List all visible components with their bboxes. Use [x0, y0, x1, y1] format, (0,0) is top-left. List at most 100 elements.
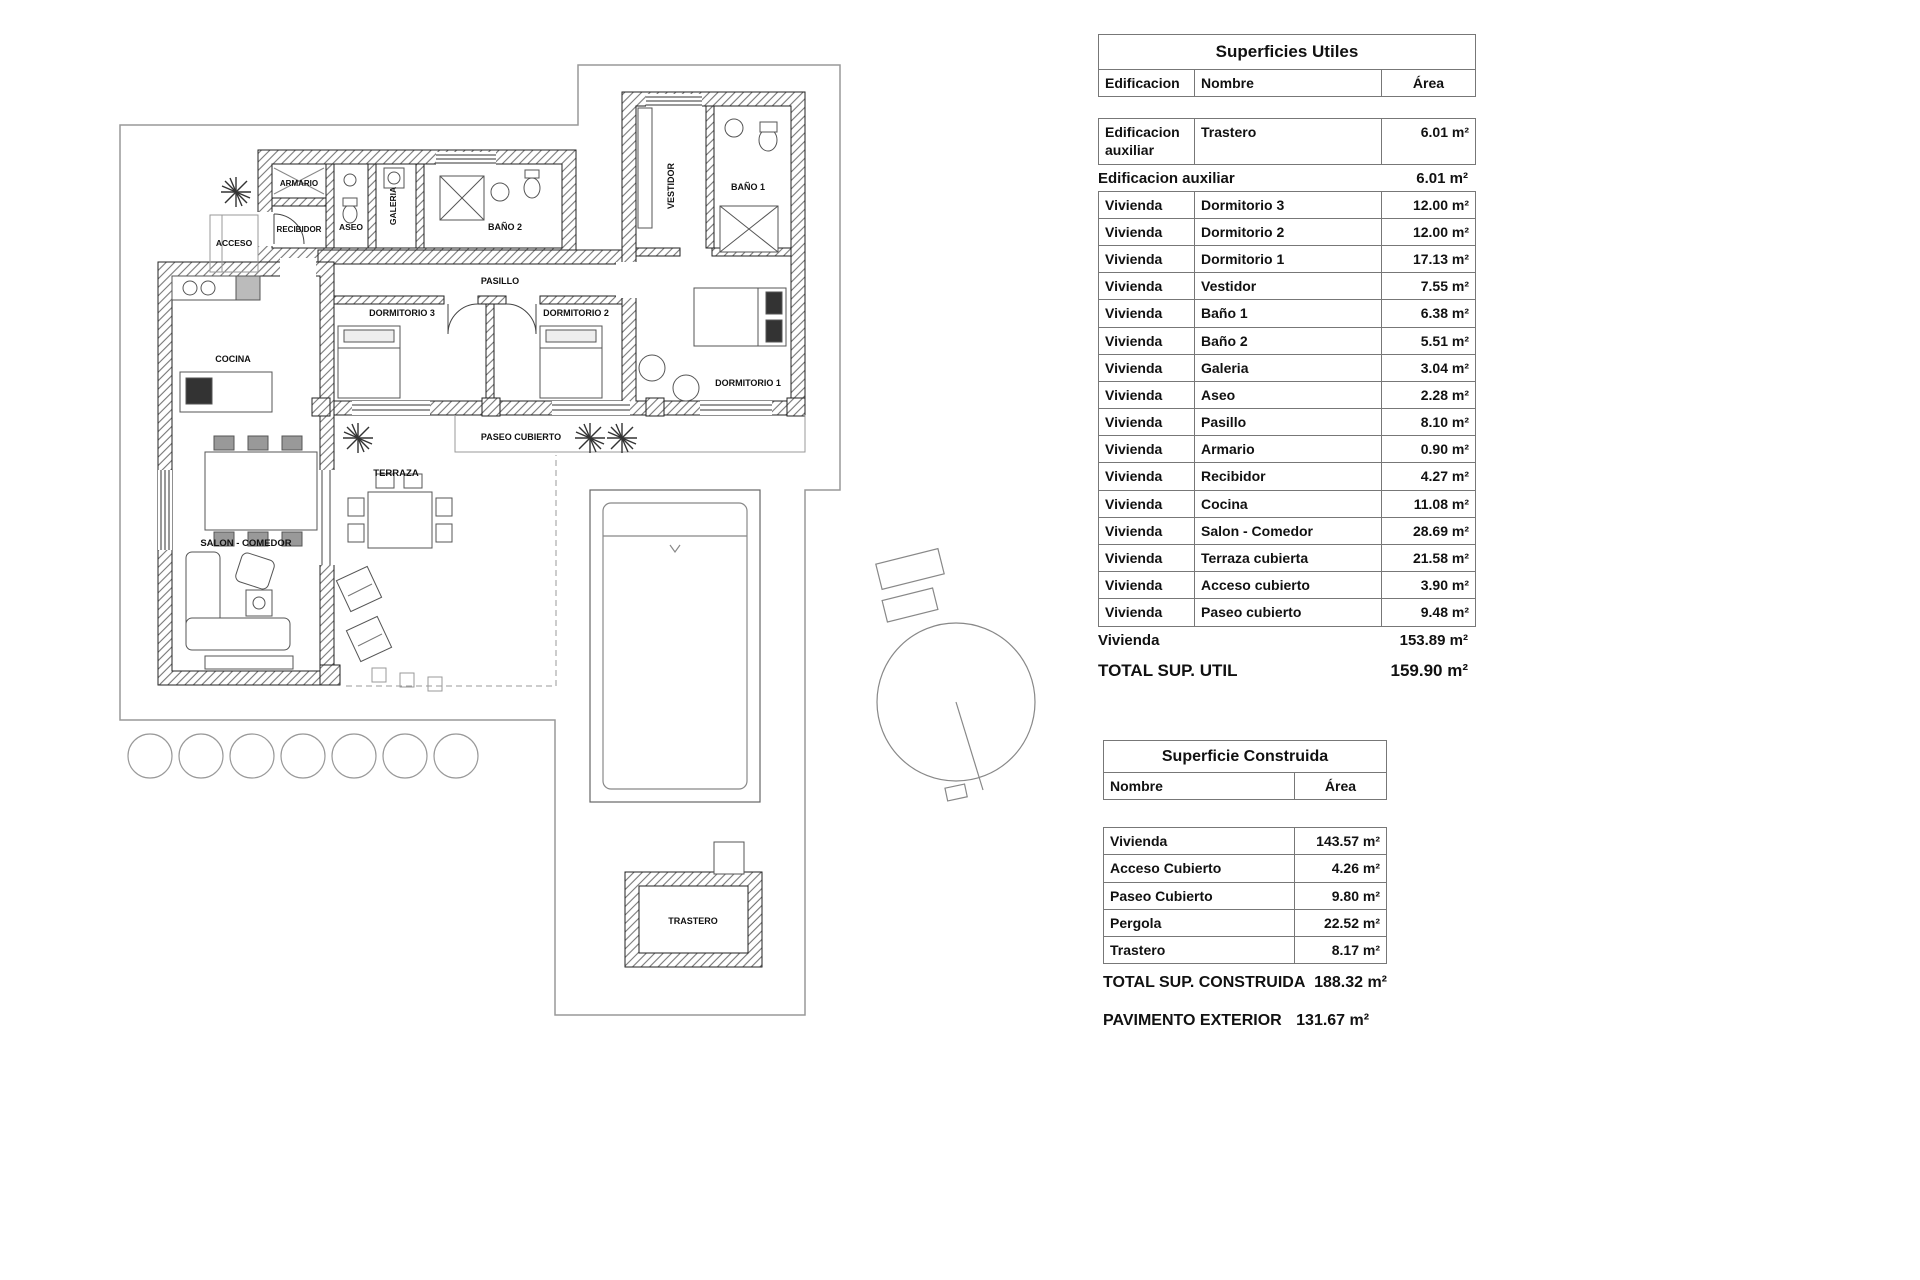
cell-nombre: Salon - Comedor — [1194, 517, 1381, 544]
room-label-armario: ARMARIO — [280, 179, 318, 188]
cell-nombre: Dormitorio 2 — [1194, 218, 1381, 245]
cell-nombre: Vivienda — [1110, 833, 1168, 850]
header-nombre: Nombre — [1110, 778, 1163, 794]
cell-area: 8.10 m² — [1381, 409, 1475, 436]
subtotal-edificacion-auxiliar: Edificacion auxiliar 6.01 m² — [1098, 165, 1476, 192]
cell-edificacion: Vivienda — [1105, 577, 1163, 594]
cell-area: 143.57 m² — [1294, 828, 1386, 855]
cell-area: 4.26 m² — [1294, 855, 1386, 882]
room-label-terraza: TERRAZA — [373, 468, 419, 479]
total-sup-util: TOTAL SUP. UTIL 159.90 m² — [1098, 654, 1476, 681]
cell-nombre: Terraza cubierta — [1194, 545, 1381, 572]
cell-edificacion: Vivienda — [1105, 441, 1163, 458]
cell-edificacion: Vivienda — [1105, 250, 1163, 267]
superficie-construida-header: Nombre Área — [1103, 773, 1387, 801]
cell-area: 22.52 m² — [1294, 909, 1386, 936]
table-row: Paseo Cubierto 9.80 m² — [1103, 881, 1387, 910]
cell-area: 0.90 m² — [1381, 436, 1475, 463]
pavimento-label: PAVIMENTO EXTERIOR — [1103, 1012, 1282, 1029]
cell-area: 3.90 m² — [1381, 572, 1475, 599]
subtotal-area: 6.01 m² — [1416, 169, 1468, 187]
cell-area: 5.51 m² — [1381, 327, 1475, 354]
cell-edificacion: Vivienda — [1105, 550, 1163, 566]
floor-plan-svg: ARMARIO ACCESO RECIBIDOR ASEO GALERIA BA… — [119, 64, 1036, 1016]
cell-area: 9.80 m² — [1294, 882, 1386, 909]
cell-area: 12.00 m² — [1381, 191, 1475, 218]
subtotal-area: 153.89 m² — [1399, 631, 1468, 649]
cell-area: 7.55 m² — [1381, 273, 1475, 300]
pergola — [875, 547, 1036, 802]
cell-edificacion: Vivienda — [1105, 495, 1163, 512]
cell-area: 3.04 m² — [1381, 354, 1475, 381]
cell-nombre: Acceso Cubierto — [1110, 860, 1222, 877]
property-boundary — [119, 64, 841, 1016]
cell-nombre: Armario — [1194, 436, 1381, 463]
room-label-bano1: BAÑO 1 — [731, 182, 765, 192]
room-label-paseo: PASEO CUBIERTO — [481, 432, 561, 442]
room-label-dormitorio2: DORMITORIO 2 — [543, 308, 609, 318]
cell-edificacion: Vivienda — [1105, 604, 1163, 621]
cell-area: 28.69 m² — [1381, 517, 1475, 544]
cell-nombre: Acceso cubierto — [1194, 572, 1381, 599]
cell-area: 6.38 m² — [1381, 300, 1475, 327]
room-label-pasillo: PASILLO — [481, 276, 519, 286]
table-gap — [1103, 800, 1387, 828]
table-row-trastero-aux: Edificacion auxiliar Trastero 6.01 m² — [1098, 118, 1476, 165]
header-edificacion: Edificacion — [1105, 75, 1180, 91]
superficies-utiles-title: Superficies Utiles — [1098, 34, 1476, 70]
cell-nombre: Baño 2 — [1194, 327, 1381, 354]
room-label-dormitorio3: DORMITORIO 3 — [369, 308, 435, 318]
cell-area: 11.08 m² — [1381, 490, 1475, 517]
cell-nombre: Cocina — [1194, 490, 1381, 517]
cell-area: 9.48 m² — [1381, 599, 1475, 626]
cell-edificacion: Vivienda — [1105, 305, 1163, 322]
superficie-construida-table: Superficie Construida Nombre Área Vivien… — [1103, 740, 1387, 992]
cell-area: 2.28 m² — [1381, 381, 1475, 409]
floor-plan: ARMARIO ACCESO RECIBIDOR ASEO GALERIA BA… — [0, 0, 1080, 1080]
cell-nombre: Dormitorio 1 — [1194, 245, 1381, 273]
cell-nombre: Recibidor — [1194, 463, 1381, 490]
outdoor-lines — [209, 214, 806, 692]
room-label-galeria: GALERIA — [388, 187, 398, 225]
cell-nombre: Vestidor — [1194, 273, 1381, 300]
cell-nombre: Baño 1 — [1194, 300, 1381, 327]
cell-edificacion: Vivienda — [1105, 359, 1163, 376]
header-area: Área — [1294, 773, 1386, 800]
room-label-recibidor: RECIBIDOR — [277, 225, 322, 234]
trees-row — [127, 733, 479, 779]
furniture — [171, 107, 787, 875]
table-row: Acceso Cubierto 4.26 m² — [1103, 854, 1387, 883]
cell-nombre: Paseo Cubierto — [1110, 887, 1213, 904]
cell-edificacion: Vivienda — [1105, 522, 1163, 539]
cell-edificacion: Vivienda — [1105, 278, 1163, 295]
subtotal-vivienda: Vivienda 153.89 m² — [1098, 627, 1476, 654]
room-label-trastero: TRASTERO — [668, 916, 718, 926]
room-label-bano2: BAÑO 2 — [488, 222, 522, 232]
table-gap — [1098, 97, 1476, 119]
room-label-acceso: ACCESO — [216, 238, 253, 248]
cell-edificacion: Vivienda — [1105, 332, 1163, 349]
cell-area: 4.27 m² — [1381, 463, 1475, 490]
cell-nombre: Aseo — [1194, 381, 1381, 409]
total-sup-construida: TOTAL SUP. CONSTRUIDA 188.32 m² — [1103, 974, 1387, 992]
table-row: Vivienda 143.57 m² — [1103, 827, 1387, 856]
pavimento-exterior: PAVIMENTO EXTERIOR 131.67 m² — [1103, 1012, 1369, 1030]
header-area: Área — [1381, 70, 1475, 97]
